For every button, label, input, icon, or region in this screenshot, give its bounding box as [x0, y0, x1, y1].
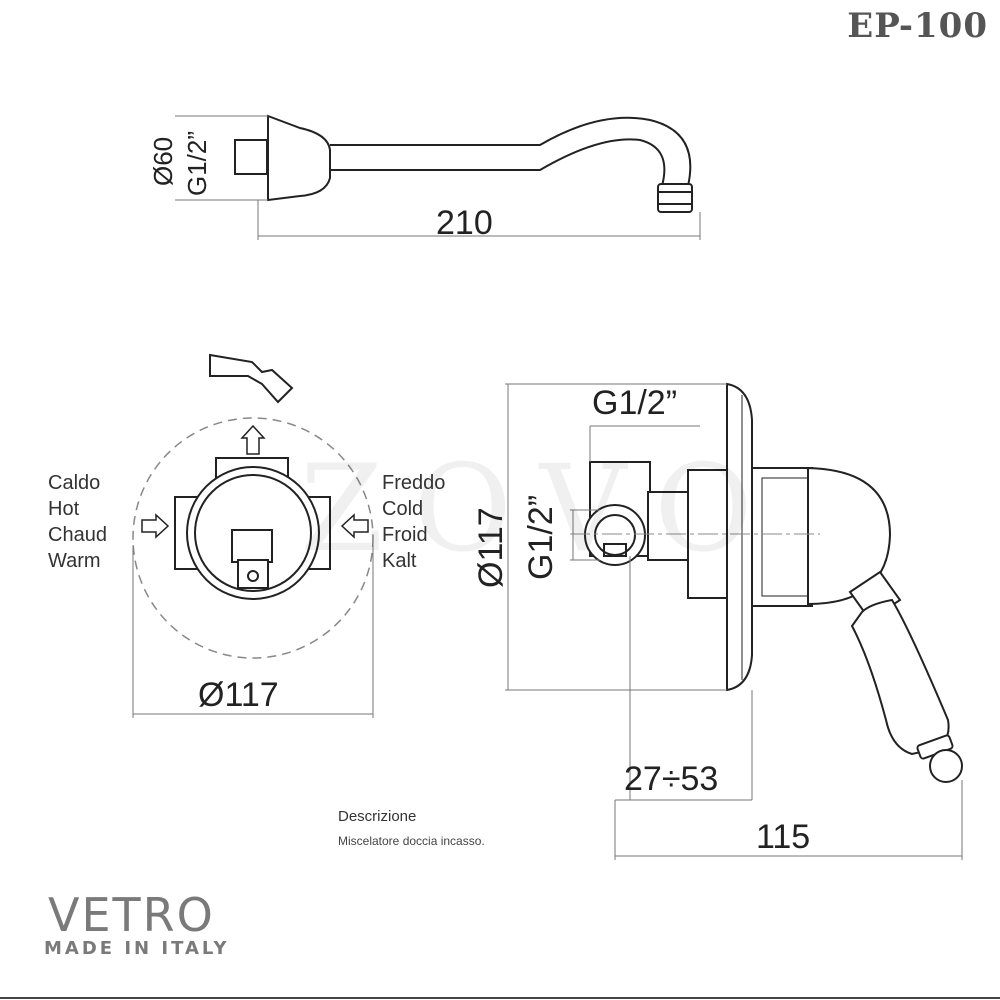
hot-label: Chaud: [48, 524, 107, 546]
arm-length-dimension: 210: [436, 204, 493, 242]
watermark: ZOVO: [300, 440, 783, 579]
description-title: Descrizione: [338, 808, 417, 825]
plate-outline: [132, 417, 374, 659]
product-code: EP-100: [847, 6, 988, 46]
arrow-right-icon: [141, 513, 170, 539]
plate-diameter-dimension: Ø117: [198, 676, 279, 714]
arrow-up-icon: [240, 424, 266, 455]
hot-label: Caldo: [48, 472, 101, 494]
total-depth-dimension: 115: [756, 818, 811, 856]
arm-diameter-dimension: Ø60: [148, 136, 178, 186]
brand-logo: VETRO: [48, 888, 215, 942]
cold-label-list: Freddo Cold Froid Kalt: [382, 470, 445, 574]
side-plate-diameter-dimension: Ø117: [472, 507, 510, 588]
brand-tagline: MADE IN ITALY: [44, 938, 230, 959]
depth-range-dimension: 27÷53: [624, 760, 719, 798]
mixer-side-drawing: [584, 382, 963, 783]
cold-label: Cold: [382, 498, 424, 520]
hot-label: Hot: [48, 498, 80, 520]
hot-label: Warm: [48, 550, 101, 572]
mixer-body-front: [174, 457, 331, 600]
cold-label: Freddo: [382, 472, 446, 494]
cold-label: Kalt: [382, 550, 417, 572]
arm-thread-dimension: G1/2”: [182, 130, 212, 196]
arrow-left-icon: [340, 513, 369, 539]
description-text: Miscelatore doccia incasso.: [338, 834, 485, 848]
shower-head-icon: [209, 353, 294, 404]
cold-label: Froid: [382, 524, 428, 546]
hot-label-list: Caldo Hot Chaud Warm: [48, 470, 107, 574]
shower-arm-drawing: [234, 114, 693, 213]
flow-arrows: [141, 424, 369, 539]
inlet-thread-dimension: G1/2”: [592, 384, 678, 422]
outlet-thread-dimension: G1/2”: [522, 494, 560, 580]
